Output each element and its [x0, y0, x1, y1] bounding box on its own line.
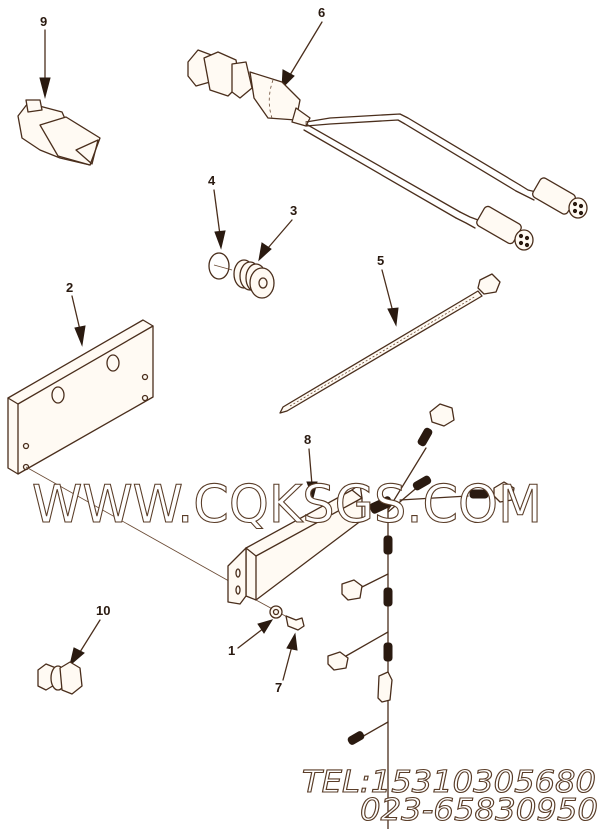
arrow-line-2 — [71, 295, 81, 331]
callout-4: 4 — [208, 173, 216, 188]
callout-6: 6 — [318, 5, 325, 20]
callout-7: 7 — [275, 680, 282, 695]
part-2-plate: 2 — [7, 280, 237, 586]
callout-10: 10 — [96, 603, 110, 618]
part-7-screw: 7 — [275, 615, 305, 695]
watermark-site: WWW.CQKSGS.COM — [32, 475, 542, 535]
arrow-line-10 — [79, 619, 101, 653]
arrow-line-8 — [308, 448, 313, 486]
part-9-connector: 9 — [17, 14, 101, 166]
arrow-head-8 — [306, 481, 318, 500]
arrow-line-7 — [282, 645, 293, 681]
watermark-phone: 023-65830950 — [360, 793, 598, 828]
part-1-washer: 1 — [228, 599, 301, 658]
part-8-bracket: 8 — [227, 403, 515, 829]
arrow-line-6 — [289, 21, 323, 76]
part-4-oring: 4 — [208, 173, 233, 280]
arrow-line-5 — [381, 269, 394, 313]
arrow-head-7 — [286, 632, 298, 651]
watermark-tel: TEL:15310305680 — [302, 765, 596, 800]
arrow-head-6 — [281, 69, 295, 90]
callout-9: 9 — [40, 14, 47, 29]
callout-5: 5 — [377, 253, 384, 268]
part-5-cable-tie: 5 — [279, 253, 501, 414]
part-10-bolt: 10 — [37, 603, 110, 695]
callout-3: 3 — [290, 203, 297, 218]
arrow-head-9 — [39, 77, 51, 99]
arrow-line-1 — [237, 627, 265, 649]
callout-8: 8 — [304, 432, 311, 447]
callout-1: 1 — [228, 643, 235, 658]
arrow-head-4 — [214, 230, 226, 250]
part-3-plug: 3 — [233, 203, 297, 299]
arrow-head-10 — [69, 647, 85, 667]
part-6-sensor: 6 — [187, 5, 588, 251]
arrow-line-3 — [267, 219, 293, 249]
arrow-head-2 — [74, 325, 86, 347]
arrow-head-5 — [387, 307, 399, 327]
arrow-head-3 — [258, 242, 272, 262]
arrow-head-1 — [257, 619, 274, 634]
arrow-line-4 — [213, 189, 221, 236]
callout-2: 2 — [66, 280, 73, 295]
